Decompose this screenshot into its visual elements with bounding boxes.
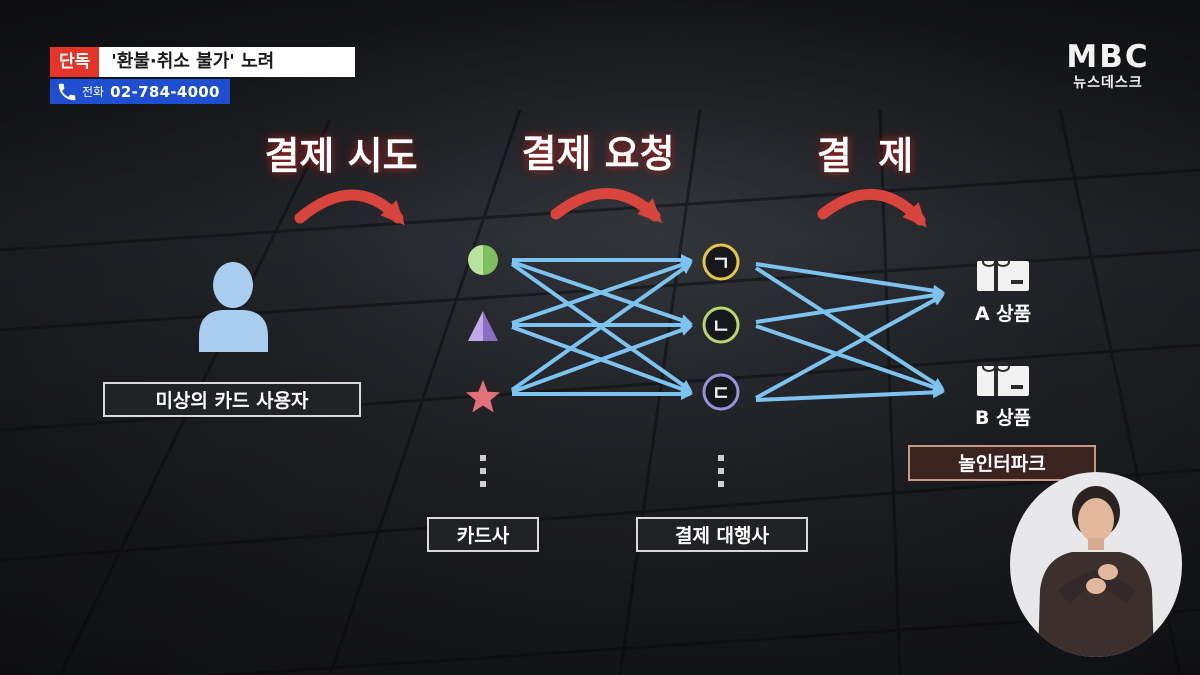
product-b: B 상품: [975, 362, 1031, 429]
product-a: A 상품: [975, 257, 1031, 325]
step-title-attempt: 결제 시도 결제 시도: [264, 134, 417, 178]
merchant-label-box: 놀인터파크: [908, 445, 1096, 481]
pg-glyph-nieun: ㄴ: [712, 314, 730, 338]
step-text-payment: 결 제: [817, 134, 913, 178]
logo-subtext: 뉴스데스크: [1073, 75, 1143, 91]
pg-label: 결제 대행사: [675, 525, 770, 547]
step-text-attempt: 결제 시도: [264, 134, 417, 178]
arrow-pg3-productA: [755, 294, 945, 400]
mbc-logo: MBC 뉴스데스크: [1058, 40, 1158, 92]
curve-arrow-attempt: [294, 189, 405, 226]
pg-glyph-giyeok: ㄱ: [712, 251, 730, 275]
card-company-label: 카드사: [457, 525, 510, 547]
arrow-card3-pg1: [510, 262, 693, 392]
pg-symbol-nieun-icon: ㄴ: [702, 306, 740, 344]
user-label: 미상의 카드 사용자: [155, 390, 309, 412]
sign-language-interpreter: [1010, 472, 1182, 657]
arrow-pg1-productA: [755, 262, 945, 297]
pg-symbol-giyeok-icon: ㄱ: [702, 243, 740, 281]
step-glow-request: 결제 요청: [521, 132, 674, 176]
card-company-symbols: [465, 245, 501, 413]
step-text-request: 결제 요청: [521, 132, 674, 176]
logo-text: MBC: [1066, 39, 1150, 75]
card-symbol-star-icon: [465, 380, 501, 413]
merchant-label: 놀인터파크: [958, 453, 1045, 475]
arrow-card2-pg1: [511, 259, 693, 325]
pg-label-box: 결제 대행사: [636, 517, 808, 552]
step-glow-attempt: 결제 시도: [264, 134, 417, 178]
product-b-label: B 상품: [975, 407, 1031, 429]
phone-number: 02-784-4000: [110, 82, 220, 101]
exclusive-tag: 단독: [50, 47, 100, 77]
news-ticker: 단독 '환불·취소 불가' 노려: [50, 47, 356, 77]
phone-bar: 전화 02-784-4000: [50, 79, 230, 104]
card-to-pg-arrows: [510, 254, 693, 400]
curve-arrow-payment: [817, 188, 927, 228]
pg-symbol-digeut-icon: ㄷ: [702, 373, 740, 411]
step-title-payment: 결 제 결 제: [817, 134, 913, 178]
headline: '환불·취소 불가' 노려: [99, 47, 356, 77]
step-titles: 결제 시도 결제 시도 결제 요청 결제 요청 결 제 결 제: [264, 132, 913, 178]
curve-arrow-request: [550, 188, 663, 223]
pg-glyph-digeut: ㄷ: [712, 381, 730, 405]
interpreter-figure-icon: [1038, 486, 1154, 657]
card-symbol-triangle-icon: [468, 311, 498, 341]
user-icon: [199, 262, 268, 352]
card-ellipsis-icon: [480, 455, 486, 487]
step-glow-payment: 결 제: [817, 134, 913, 178]
step-title-request: 결제 요청 결제 요청: [521, 132, 674, 176]
gift-card-icon: [977, 257, 1029, 291]
phone-icon: [58, 83, 76, 100]
arrow-card3-pg2: [511, 324, 693, 394]
arrow-pg2-productA: [755, 289, 945, 324]
gift-card-icon: [977, 362, 1029, 396]
phone-label: 전화: [82, 85, 105, 99]
arrow-pg3-productB: [755, 386, 945, 402]
product-a-label: A 상품: [975, 303, 1031, 325]
pg-to-product-arrows: [754, 262, 945, 402]
user-label-box: 미상의 카드 사용자: [103, 382, 361, 417]
card-company-label-box: 카드사: [427, 517, 539, 552]
arrow-pg1-productB: [754, 266, 945, 390]
arrow-pg2-productB: [755, 324, 945, 393]
pg-symbols: ㄱ ㄴ ㄷ: [702, 243, 740, 411]
pg-ellipsis-icon: [718, 455, 724, 487]
card-symbol-circle-icon: [468, 245, 498, 275]
